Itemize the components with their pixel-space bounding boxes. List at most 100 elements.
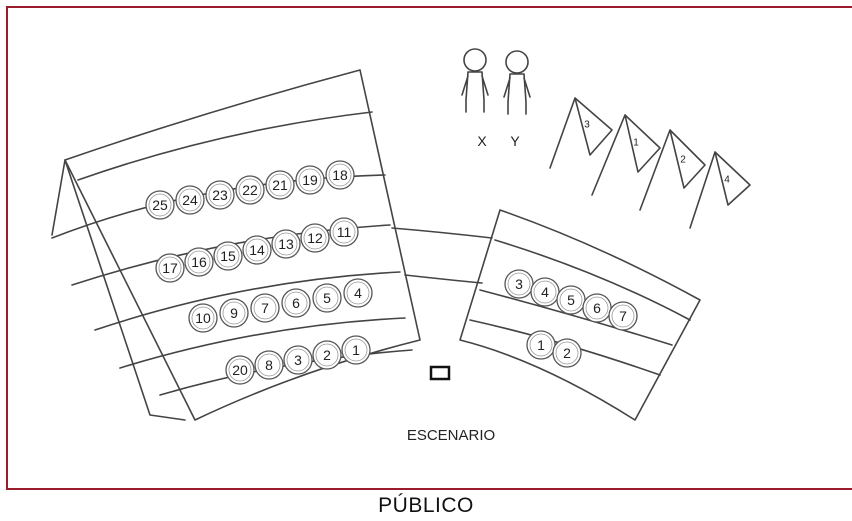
seat-ring bbox=[611, 304, 635, 328]
seat-circle bbox=[265, 170, 295, 200]
seat-circle bbox=[219, 298, 249, 328]
person-body bbox=[503, 73, 531, 115]
seat-left-row1: 22 bbox=[235, 175, 265, 205]
flag-number: 3 bbox=[584, 120, 590, 131]
flag-number: 4 bbox=[724, 175, 730, 186]
seat-left-row2: 13 bbox=[271, 229, 301, 259]
seat-left-row2: 11 bbox=[329, 217, 359, 247]
seat-number: 4 bbox=[354, 285, 362, 301]
seat-circle bbox=[325, 160, 355, 190]
seat-left-row1: 19 bbox=[295, 165, 325, 195]
seat-left-row1: 24 bbox=[175, 185, 205, 215]
left-block-side bbox=[51, 159, 186, 421]
seat-circle bbox=[254, 350, 284, 380]
seat-left-row1: 18 bbox=[325, 160, 355, 190]
seat-ring bbox=[585, 296, 609, 320]
seat-number: 13 bbox=[278, 236, 294, 252]
person-y-label: Y bbox=[510, 133, 520, 149]
flag-2: 1 bbox=[591, 114, 661, 196]
seat-left-row1: 23 bbox=[205, 180, 235, 210]
row-line bbox=[494, 239, 691, 321]
person-x-label: X bbox=[477, 133, 487, 149]
seat-ring bbox=[268, 173, 292, 197]
seat-ring bbox=[533, 280, 557, 304]
seat-number: 7 bbox=[619, 308, 627, 324]
row-line bbox=[119, 317, 406, 369]
seat-ring bbox=[303, 226, 327, 250]
seat-ring bbox=[274, 232, 298, 256]
seat-circle bbox=[295, 165, 325, 195]
seat-ring bbox=[344, 338, 368, 362]
seat-circle bbox=[300, 223, 330, 253]
seat-number: 15 bbox=[220, 248, 236, 264]
seat-ring bbox=[187, 250, 211, 274]
seat-number: 3 bbox=[515, 276, 523, 292]
walkway-line bbox=[391, 227, 493, 239]
walkway bbox=[391, 227, 493, 284]
seat-right-row2: 1 bbox=[526, 330, 556, 360]
seat-left-row1: 21 bbox=[265, 170, 295, 200]
seat-ring bbox=[298, 168, 322, 192]
seat-ring bbox=[228, 358, 252, 382]
seat-ring bbox=[178, 188, 202, 212]
flag-shape bbox=[689, 151, 751, 229]
seat-ring bbox=[238, 178, 262, 202]
seat-left-row4: 5 bbox=[312, 283, 342, 313]
seat-circle bbox=[225, 355, 255, 385]
seat-ring bbox=[208, 183, 232, 207]
seat-ring bbox=[284, 291, 308, 315]
seat-left-row2: 16 bbox=[184, 247, 214, 277]
seat-number: 25 bbox=[152, 197, 168, 213]
seat-number: 9 bbox=[230, 305, 238, 321]
flag-shape bbox=[549, 97, 613, 169]
seat-left-row5: 20 bbox=[225, 355, 255, 385]
seat-right-row1: 5 bbox=[556, 285, 586, 315]
right-block-outline bbox=[459, 209, 701, 421]
seat-circle bbox=[271, 229, 301, 259]
seat-number: 2 bbox=[323, 347, 331, 363]
seat-ring bbox=[315, 343, 339, 367]
right-seating-block bbox=[459, 209, 701, 421]
seat-circle bbox=[281, 288, 311, 318]
seat-ring bbox=[507, 272, 531, 296]
seat-number: 6 bbox=[292, 295, 300, 311]
flag-1: 3 bbox=[549, 97, 613, 169]
seat-number: 4 bbox=[541, 284, 549, 300]
row-line bbox=[479, 289, 673, 346]
seat-ring bbox=[148, 193, 172, 217]
seat-number: 7 bbox=[261, 300, 269, 316]
seat-left-row5: 1 bbox=[341, 335, 371, 365]
seat-right-row1: 3 bbox=[504, 269, 534, 299]
seat-circle bbox=[608, 301, 638, 331]
seat-left-row2: 15 bbox=[213, 241, 243, 271]
seat-number: 17 bbox=[162, 260, 178, 276]
seat-circle bbox=[205, 180, 235, 210]
seat-circle bbox=[312, 283, 342, 313]
seat-left-row4: 10 bbox=[188, 303, 218, 333]
seat-ring bbox=[158, 256, 182, 280]
seat-number: 23 bbox=[212, 187, 228, 203]
seat-circle bbox=[213, 241, 243, 271]
seat-right-row1: 4 bbox=[530, 277, 560, 307]
seat-circle bbox=[155, 253, 185, 283]
seat-circle bbox=[145, 190, 175, 220]
seat-circle bbox=[184, 247, 214, 277]
seat-number: 19 bbox=[302, 172, 318, 188]
seat-circle bbox=[312, 340, 342, 370]
seat-left-row2: 17 bbox=[155, 253, 185, 283]
seat-left-row4: 7 bbox=[250, 293, 280, 323]
diagram-frame bbox=[6, 6, 852, 490]
person-body bbox=[461, 71, 489, 113]
person-x bbox=[461, 48, 489, 113]
seat-circle bbox=[188, 303, 218, 333]
row-line bbox=[94, 271, 401, 331]
seat-circle bbox=[283, 345, 313, 375]
stage-label: ESCENARIO bbox=[407, 427, 495, 444]
stage-marker bbox=[429, 365, 451, 381]
seat-circle bbox=[343, 278, 373, 308]
seat-number: 12 bbox=[307, 230, 323, 246]
seat-number: 11 bbox=[337, 224, 352, 240]
seat-left-row4: 9 bbox=[219, 298, 249, 328]
seat-number: 21 bbox=[272, 177, 288, 193]
